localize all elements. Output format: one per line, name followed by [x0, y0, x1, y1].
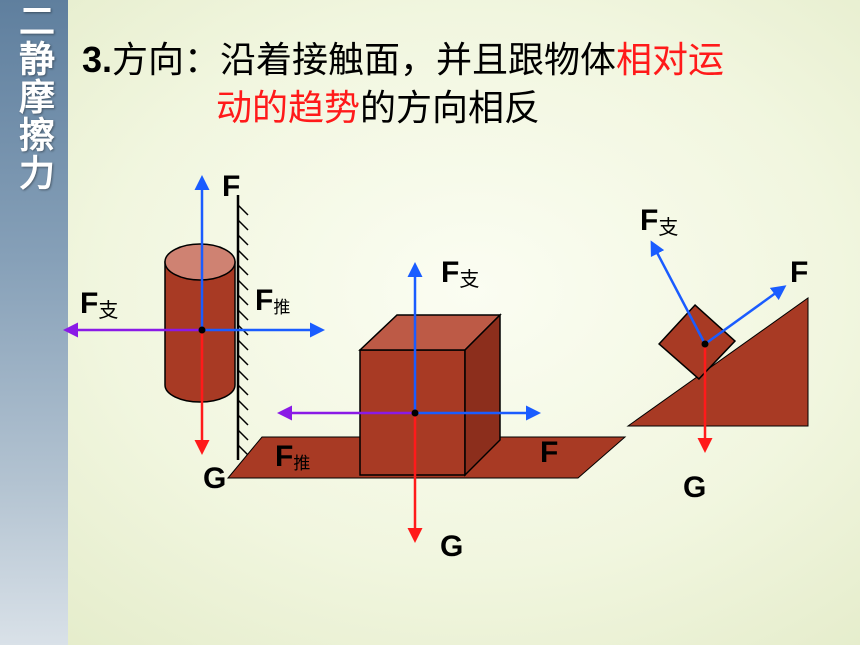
normal-arrow — [650, 240, 707, 345]
center-dot — [701, 340, 709, 348]
scene-box-floor: F支 F推 F G — [226, 256, 627, 563]
center-dot — [198, 326, 206, 334]
heading-line-2: 动的趋势的方向相反 — [82, 85, 802, 133]
box-side — [464, 313, 501, 477]
heading-highlight-2: 动的趋势 — [216, 88, 361, 129]
heading: 3.方向：沿着接触面，并且跟物体相对运 动的趋势的方向相反 — [82, 36, 802, 133]
incline-block — [657, 303, 737, 380]
normal-label: F支 — [441, 256, 479, 291]
scene-block-incline: F支 F G — [626, 204, 809, 504]
normal-label: F支 — [640, 204, 678, 239]
sidebar: 二静摩擦力 — [0, 0, 68, 645]
gravity-label: G — [440, 530, 463, 563]
gravity-label: G — [683, 471, 706, 504]
gravity-label: G — [203, 462, 226, 495]
cylinder-top — [164, 243, 236, 281]
normal-label: F支 — [80, 287, 118, 322]
friction-arrow — [704, 285, 787, 346]
push-label: F推 — [255, 284, 290, 317]
section-title: 二静摩擦力 — [13, 2, 54, 192]
scene-cylinder-wall: F F支 F推 G — [63, 170, 325, 495]
friction-label: F — [540, 436, 558, 469]
push-label: F推 — [275, 440, 310, 473]
friction-label: F — [790, 256, 808, 289]
heading-prefix: 方向：沿着接触面，并且跟物体 — [112, 40, 617, 81]
friction-label: F — [222, 170, 240, 203]
heading-suffix: 的方向相反 — [360, 88, 541, 129]
center-dot — [411, 409, 419, 417]
heading-highlight-1: 相对运 — [616, 40, 725, 81]
heading-number: 3. — [82, 39, 113, 80]
incline-wedge — [626, 297, 809, 427]
